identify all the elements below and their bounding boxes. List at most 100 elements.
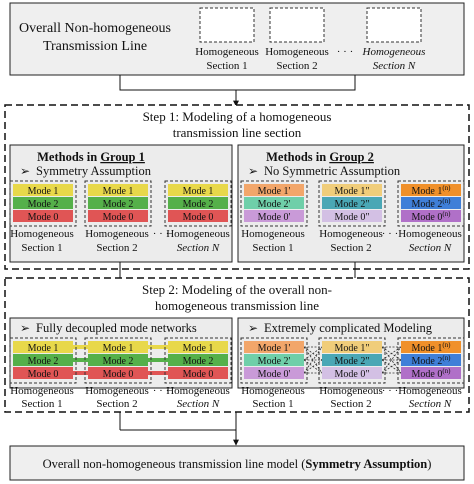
g2-s1-mode-0-label: Mode 1' xyxy=(258,186,291,197)
group2-heading-prefix: Methods in xyxy=(266,150,329,164)
s2r-sn-name: Section N xyxy=(409,398,452,410)
s2r-sn-mode-0-text: Mode 1 xyxy=(411,343,442,354)
s2r-s2-mode-1-text: Mode 2" xyxy=(335,356,370,367)
g2-s1-label: Homogeneous xyxy=(241,228,305,240)
s2l-s1-mode-2-text: Mode 0 xyxy=(28,369,59,380)
g2-s1-mode-2-label: Mode 0' xyxy=(258,212,291,223)
g2-s2-mode-0-text: Mode 1" xyxy=(335,186,370,197)
step2-left-label: Fully decoupled mode networks xyxy=(36,321,197,335)
s2l-sn-mode-1-label: Mode 2 xyxy=(183,356,214,367)
g1-s2-mode-2-label: Mode 0 xyxy=(103,212,134,223)
s2l-s1-mode-1-label: Mode 2 xyxy=(28,356,59,367)
top-section-n-name: Section N xyxy=(373,60,416,72)
bottom-text: Overall non-homogeneous transmission lin… xyxy=(43,457,432,471)
step2-left-arrow-icon: ➢ xyxy=(20,321,30,335)
s2l-s2-mode-1-label: Mode 2 xyxy=(103,356,134,367)
g1-s2-frame xyxy=(84,180,152,227)
group1-assumption: Symmetry Assumption xyxy=(36,164,152,178)
g2-sn-name: Section N xyxy=(409,242,452,254)
s2r-sn-mode-1-label: Mode 2(n) xyxy=(411,354,451,367)
s2r-s2-mode-1-label: Mode 2" xyxy=(335,356,370,367)
g1-s2-mode-0-label: Mode 1 xyxy=(103,186,134,197)
s2r-b-coupling-2 xyxy=(381,346,402,374)
s2r-s2-mode-2-box xyxy=(322,367,382,379)
s2l-s1-mode-0-box xyxy=(13,341,73,353)
g1-s2-mode-2-text: Mode 0 xyxy=(103,212,134,223)
s2l-s1-mode-0-label: Mode 1 xyxy=(28,343,59,354)
g1-sn-mode-1-label: Mode 2 xyxy=(183,199,214,210)
g1-sn-name: Section N xyxy=(177,242,220,254)
s2r-sn-mode-2-box xyxy=(401,367,461,379)
g1-s1-mode-2-label: Mode 0 xyxy=(28,212,59,223)
s2r-s2-mode-2-label: Mode 0" xyxy=(335,369,370,380)
step2-right-label: Extremely complicated Modeling xyxy=(264,321,433,335)
s2l-sn-mode-0-box xyxy=(168,341,228,353)
s2r-sn-mode-2-label: Mode 0(n) xyxy=(411,367,451,380)
s2r-s1-mode-2-label: Mode 0' xyxy=(258,369,291,380)
s2l-sn-mode-1-text: Mode 2 xyxy=(183,356,214,367)
g2-sn-frame xyxy=(397,180,465,227)
g2-sn-mode-0-sup: (n) xyxy=(442,184,451,192)
s2r-s1-mode-0-text: Mode 1' xyxy=(258,343,291,354)
s2l-sn-mode-2-text: Mode 0 xyxy=(183,369,214,380)
s2r-sn-mode-2-sup: (n) xyxy=(442,367,451,375)
g1-s1-mode-2-text: Mode 0 xyxy=(28,212,59,223)
g1-s1-name: Section 1 xyxy=(21,242,62,254)
s2r-s2-name: Section 2 xyxy=(330,398,371,410)
step2-title-line2: homogeneous transmission line xyxy=(155,298,319,313)
g2-s1-mode-1-text: Mode 2' xyxy=(258,199,291,210)
g1-s1-label: Homogeneous xyxy=(10,228,74,240)
s2r-s2-mode-0-label: Mode 1" xyxy=(335,343,370,354)
g2-s1-mode-1-label: Mode 2' xyxy=(258,199,291,210)
s2l-sn-label: Homogeneous xyxy=(166,385,230,397)
s2l-s2-label: Homogeneous xyxy=(85,385,149,397)
g2-s1-mode-2-text: Mode 0' xyxy=(258,212,291,223)
s2r-s2-mode-2-text: Mode 0" xyxy=(335,369,370,380)
s2l-s2-mode-0-text: Mode 1 xyxy=(103,343,134,354)
bottom-box xyxy=(9,445,465,481)
g2-s1-mode-0-box xyxy=(244,184,304,196)
g2-s2-name: Section 2 xyxy=(330,242,371,254)
s2l-sn-mode-2-box xyxy=(168,367,228,379)
g1-s1-mode-1-box xyxy=(13,197,73,209)
group1-arrow-icon: ➢ xyxy=(20,164,30,178)
bottom-text-bold: Symmetry Assumption xyxy=(305,457,427,471)
g2-dots: · · · xyxy=(382,228,399,240)
g2-sn-mode-1-box xyxy=(401,197,461,209)
s2r-s2-mode-0-box xyxy=(322,341,382,353)
group2-heading: Methods in Group 2 xyxy=(266,150,374,164)
top-section-2-box xyxy=(269,7,325,43)
s2l-s2-mode-1-box xyxy=(88,354,148,366)
g2-s1-mode-0-text: Mode 1' xyxy=(258,186,291,197)
top-section-2-name: Section 2 xyxy=(276,60,317,72)
s2r-s1-mode-1-label: Mode 2' xyxy=(258,356,291,367)
g1-s1-frame xyxy=(9,180,77,227)
s2l-s2-mode-2-box xyxy=(88,367,148,379)
g1-sn-mode-0-box xyxy=(168,184,228,196)
g2-sn-mode-2-sup: (n) xyxy=(442,210,451,218)
g2-sn-mode-1-text: Mode 2 xyxy=(411,199,442,210)
step2-title-bg xyxy=(130,282,344,314)
s2l-s1-mode-1-text: Mode 2 xyxy=(28,356,59,367)
group2-assumption: No Symmetric Assumption xyxy=(264,164,401,178)
g2-sn-mode-2-text: Mode 0 xyxy=(411,212,442,223)
s2l-s1-mode-2-label: Mode 0 xyxy=(28,369,59,380)
g1-s2-mode-0-text: Mode 1 xyxy=(103,186,134,197)
s2l-s2-name: Section 2 xyxy=(96,398,137,410)
s2l-s1-name: Section 1 xyxy=(21,398,62,410)
top-section-n-label: Homogeneous xyxy=(362,46,426,58)
s2l-s1-frame xyxy=(9,337,77,384)
s2l-sn-name: Section N xyxy=(177,398,220,410)
g2-s1-mode-1-box xyxy=(244,197,304,209)
g2-s2-mode-2-label: Mode 0" xyxy=(335,212,370,223)
g2-s2-mode-1-box xyxy=(322,197,382,209)
s2l-sn-frame xyxy=(164,337,232,384)
group2-arrow-icon: ➢ xyxy=(248,164,258,178)
s2l-sn-mode-2-label: Mode 0 xyxy=(183,369,214,380)
s2r-sn-mode-1-box xyxy=(401,354,461,366)
g1-s2-mode-1-label: Mode 2 xyxy=(103,199,134,210)
s2r-dots: · · · xyxy=(382,385,399,397)
g2-s2-mode-0-label: Mode 1" xyxy=(335,186,370,197)
